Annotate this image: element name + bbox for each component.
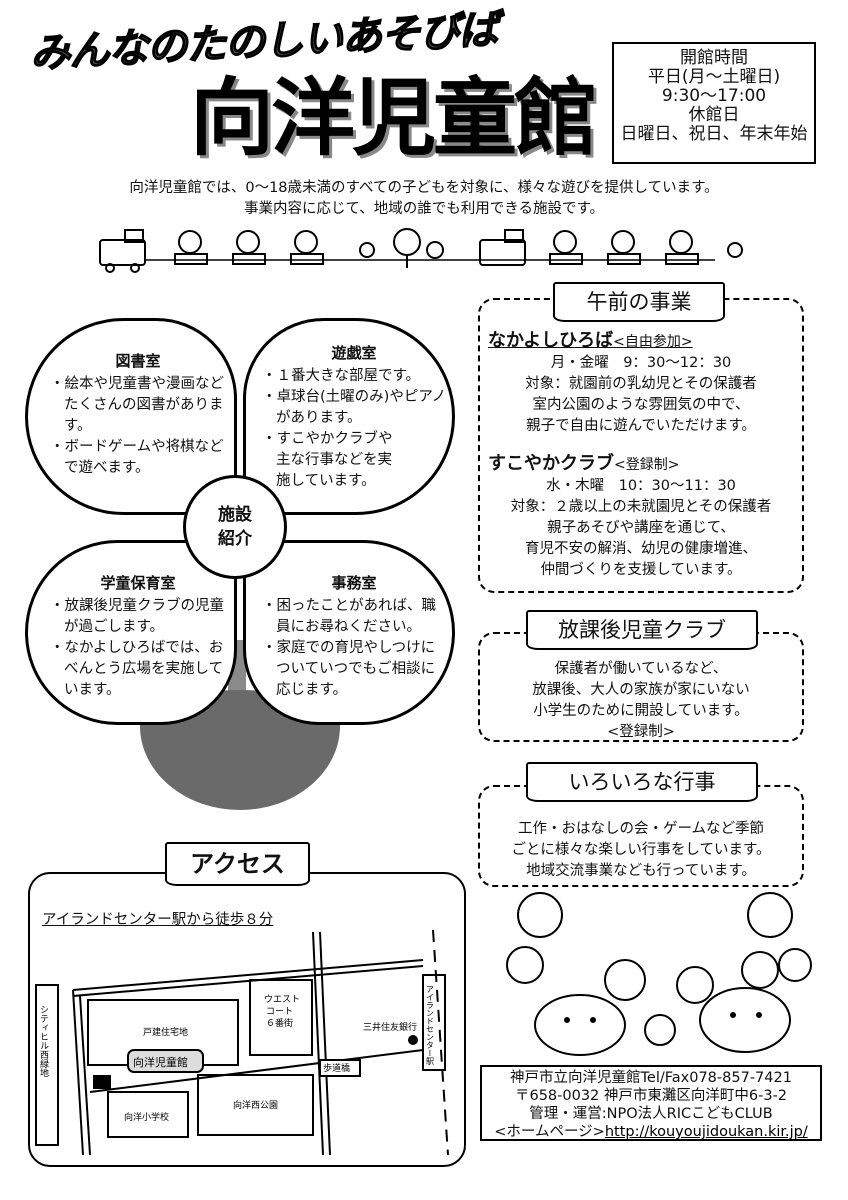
room-playroom: 遊戯室 ・１番大きな部屋です。 ・卓球台(土曜のみ)やピアノがあります。 ・すこ… [243,318,455,515]
map-label: 向洋西公園 [233,1099,278,1111]
map-greenway [35,984,59,1146]
room-item: ・卓球台(土曜のみ)やピアノがあります。 [262,389,447,426]
intro-line: 事業内容に応じて、地域の誰でも利用できる施設です。 [243,201,605,217]
program-line: 対象：２歳以上の未就園児とその保護者 [510,499,772,515]
room-name: 遊戯室 [331,344,377,362]
room-office: 事務室 ・困ったことがあれば、職員にお尋ねください。 ・家庭での育児やしつけにつ… [243,540,455,725]
intro-text: 向洋児童館では、0～18歳未満のすべての子どもを対象に、様々な遊びを提供していま… [0,178,848,220]
map-label: ウエスト [264,994,300,1005]
program-line: 親子あそびや講座を通じて、 [547,520,735,536]
facilities-center-label: 施設 紹介 [183,475,287,579]
club-line: 小学生のために開設しています。 [533,703,749,719]
morning-banner: 午前の事業 [553,282,725,322]
program-line: 水・木曜 10：30～11：30 [546,478,736,494]
map-label: 向洋児童館 [133,1055,188,1069]
program-line: 育児不安の解消、幼児の健康増進、 [525,541,757,557]
closed-days: 日曜日、祝日、年末年始 [620,124,808,144]
room-name: 図書室 [115,352,161,370]
hours-time: 9:30～17:00 [661,86,767,106]
events-line: ごとに様々な楽しい行事をしています。 [511,842,771,858]
subtitle: みんなのたのしいあそびば [28,6,499,78]
facility-marker [93,1075,111,1089]
homepage-link[interactable]: http://kouyoujidoukan.kir.jp/ [604,1124,808,1140]
map-label: 三井住友銀行 [363,1021,417,1033]
contact-footer: 神戸市立向洋児童館Tel/Fax078-857-7421 〒658-0032 神… [480,1065,822,1141]
hours-label: 開館時間 [680,48,748,68]
room-name: 事務室 [331,574,377,592]
room-item: ・なかよしひろばでは、おべんとう広場を実施しています。 [50,640,224,698]
room-item: ・絵本や児童書や漫画などたくさんの図書があります。 [50,376,224,434]
center-line: 紹介 [218,529,252,549]
room-library: 図書室 ・絵本や児童書や漫画などたくさんの図書があります。 ・ボードゲームや将棋… [25,318,237,515]
events-box: 工作・おはなしの会・ゲームなど季節 ごとに様々な楽しい行事をしています。 地域交… [478,785,804,887]
program-line: 対象：就園前の乳幼児とその保護者 [525,376,757,392]
map-park [197,1074,314,1136]
program-name: すこやかクラブ [488,453,614,474]
page-title: 向洋児童館 [190,69,598,167]
club-banner: 放課後児童クラブ [526,610,758,650]
map-label: 戸建住宅地 [143,1026,188,1038]
access-map: 戸建住宅地 ウエスト コート ６番街 三井住友銀行 歩道橋 向洋児童館 向洋小学… [35,930,449,1156]
map-label: 向洋小学校 [124,1111,169,1123]
club-line: <登録制> [607,724,675,740]
map-label: シティヒル西緑地 [38,1005,49,1077]
room-item: ・困ったことがあれば、職員にお尋ねください。 [262,598,436,635]
map-label: コート [266,1007,293,1017]
balloon-characters-illustration [506,892,812,1056]
program-tag: <登録制> [614,457,680,473]
closed-label: 休館日 [688,105,740,125]
program-tag: <自由参加> [613,334,693,350]
events-banner: いろいろな行事 [526,762,758,802]
map-label: ６番街 [266,1017,293,1029]
access-banner: アクセス [165,842,310,886]
map-school [107,1091,189,1138]
program-line: 仲間づくりを支援しています。 [540,562,742,578]
contact-phone: 神戸市立向洋児童館Tel/Fax078-857-7421 [510,1070,792,1086]
train-decoration-icon [99,228,743,273]
map-westcourt [249,979,313,1056]
program-heading: すこやかクラブ<登録制> [480,453,802,476]
contact-address: 〒658-0032 神戸市東灘区向洋町中6-3-2 [514,1088,788,1104]
homepage-label: <ホームページ> [494,1124,605,1140]
afterschool-club-box: 保護者が働いているなど、 放課後、大人の家族が家にいない 小学生のために開設して… [478,632,804,742]
events-line: 地域交流事業なども行っています。 [526,863,756,879]
morning-programs-box: なかよしひろば<自由参加> 月・金曜 9：30～12：30 対象：就園前の乳幼児… [478,298,804,593]
club-line: 放課後、大人の家族が家にいない [532,682,750,698]
opening-hours-box: 開館時間 平日(月～土曜日) 9:30～17:00 休館日 日曜日、祝日、年末年… [612,42,816,164]
club-line: 保護者が働いているなど、 [554,661,728,677]
room-afterschool: 学童保育室 ・放課後児童クラブの児童が過ごします。 ・なかよしひろばでは、おべん… [25,540,237,725]
intro-line: 向洋児童館では、0～18歳未満のすべての子どもを対象に、様々な遊びを提供していま… [129,180,719,196]
program-heading: なかよしひろば<自由参加> [480,330,802,353]
map-label: アイランドセンター駅 [426,985,435,1066]
contact-operator: 管理・運営:NPO法人RICこどもCLUB [529,1106,773,1122]
map-bridge [319,1059,361,1077]
room-item: ・すこやかクラブや主な行事などを実施しています。 [262,431,393,489]
walking-directions: アイランドセンター駅から徒歩８分 [42,912,274,928]
program-line: 月・金曜 9：30～12：30 [550,355,732,371]
hours-days: 平日(月～土曜日) [647,67,781,87]
program-name: なかよしひろば [488,330,614,351]
map-label: 歩道橋 [323,1062,350,1074]
map-station [422,974,446,1071]
program-line: 室内公園のような雰囲気の中で、 [532,397,750,413]
events-line: 工作・おはなしの会・ゲームなど季節 [517,821,765,837]
room-item: ・放課後児童クラブの児童が過ごします。 [50,598,224,635]
room-name: 学童保育室 [100,574,176,592]
room-item: ・家庭での育児やしつけについていつでもご相談に応じます。 [262,640,436,698]
program-line: 親子で自由に遊んでいただけます。 [526,418,756,434]
bank-marker [408,1035,418,1045]
room-item: ・１番大きな部屋です。 [262,368,421,384]
room-item: ・ボードゲームや将棋などで遊べます。 [50,439,224,476]
center-line: 施設 [218,505,252,525]
